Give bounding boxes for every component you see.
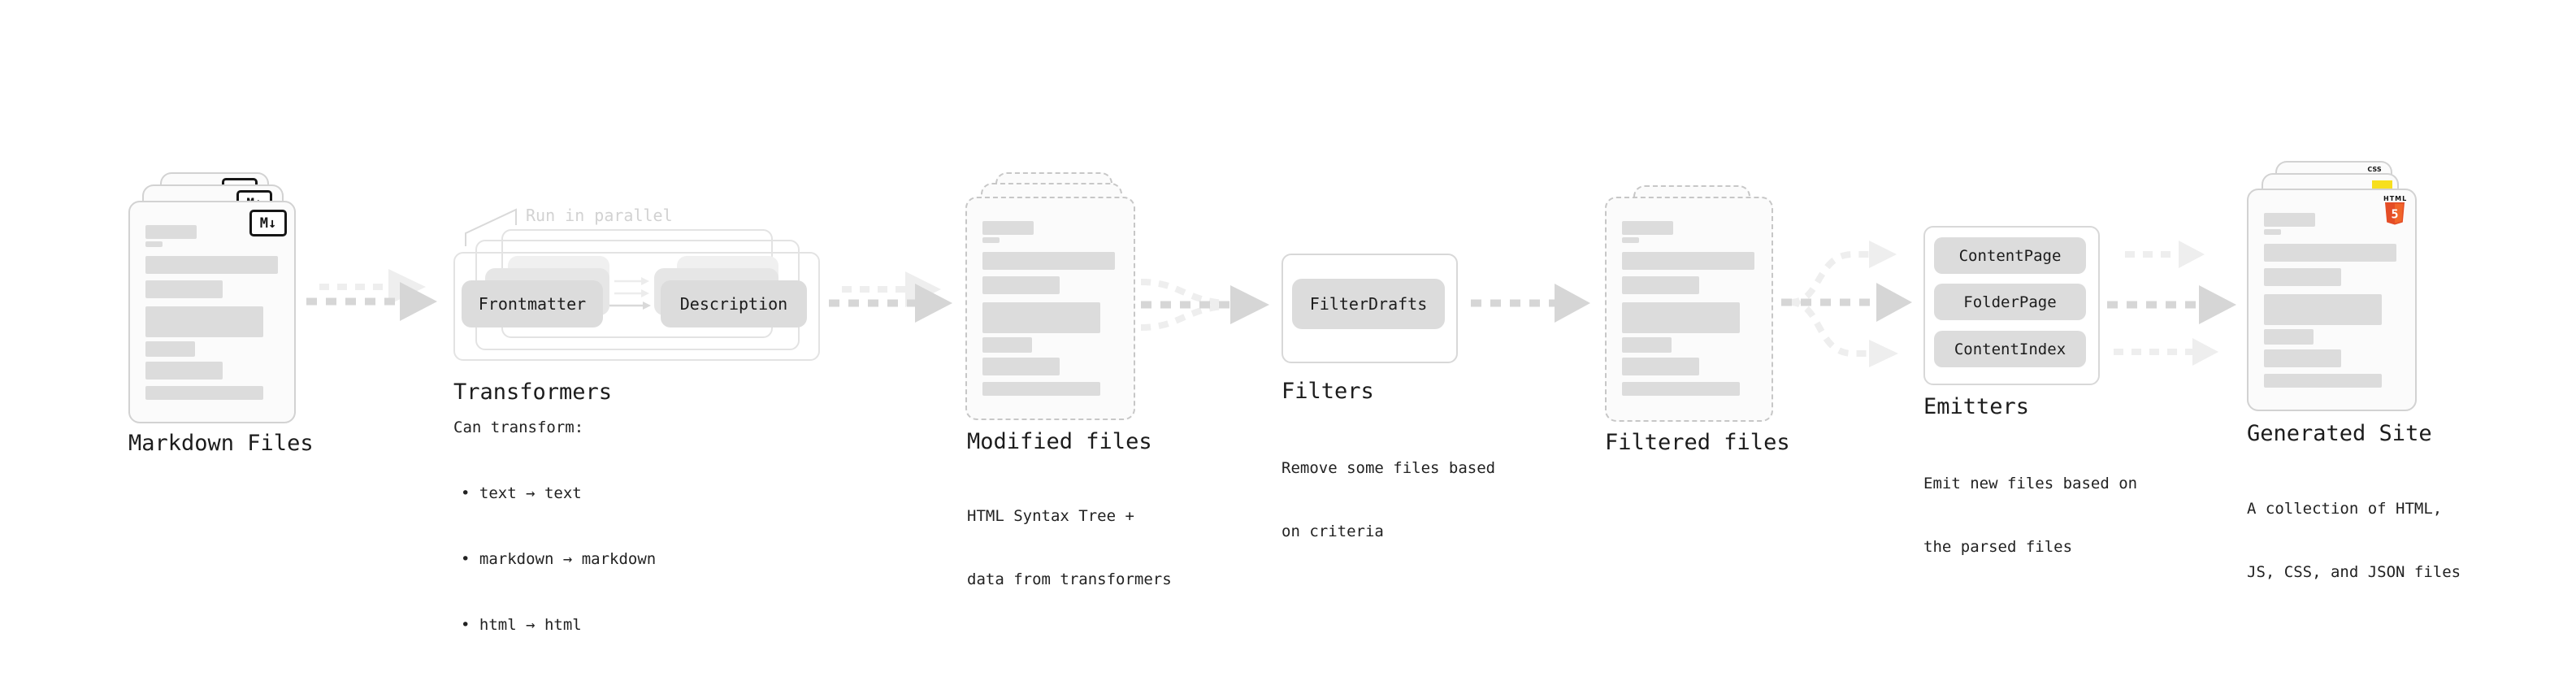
caption-line: JS, CSS, and JSON files — [2247, 563, 2461, 581]
transformers-bullet-list: • text → text • markdown → markdown • ht… — [461, 439, 656, 680]
caption-line: A collection of HTML, — [2247, 500, 2443, 518]
caption-line: the parsed files — [1923, 538, 2073, 556]
generated-file-card: HTML 5 — [2247, 189, 2417, 411]
emitter-pill-folderpage: FolderPage — [1934, 284, 2086, 320]
caption-line: HTML Syntax Tree + — [967, 507, 1134, 525]
caption-line: on criteria — [1281, 523, 1384, 540]
arrow-markdown-to-transformers — [306, 269, 437, 321]
arrow-frontmatter-to-description — [609, 277, 651, 310]
html5-numeral: 5 — [2391, 207, 2398, 222]
skeleton-text-lines — [982, 221, 1121, 400]
caption-line: Remove some files based — [1281, 459, 1496, 477]
css-wordmark: CSS — [2367, 166, 2382, 173]
stage-title-markdown-files: Markdown Files — [128, 431, 314, 456]
modified-files-caption: HTML Syntax Tree + data from transformer… — [967, 463, 1172, 632]
html5-shield: 5 — [2384, 202, 2405, 225]
arrow-modified-to-filters — [1140, 279, 1269, 331]
skeleton-text-lines — [1622, 221, 1760, 400]
stage-title-emitters: Emitters — [1923, 394, 2030, 419]
generated-site-caption: A collection of HTML, JS, CSS, and JSON … — [2247, 456, 2461, 625]
run-in-parallel-callout-line — [465, 208, 517, 246]
transformers-caption: Can transform: — [453, 419, 584, 436]
arrow-filters-to-filtered — [1471, 284, 1590, 323]
stage-title-modified-files: Modified files — [967, 429, 1152, 454]
arrow-filtered-to-emitters — [1781, 241, 1912, 367]
transformer-pill-description: Description — [661, 280, 807, 327]
stage-title-generated-site: Generated Site — [2247, 421, 2432, 446]
javascript-icon — [2372, 180, 2392, 190]
skeleton-text-lines — [2264, 213, 2402, 392]
skeleton-text-lines — [145, 225, 284, 404]
run-in-parallel-note: Run in parallel — [526, 206, 673, 225]
filtered-file-card — [1605, 197, 1773, 422]
emitter-pill-contentpage: ContentPage — [1934, 237, 2086, 274]
transformer-pill-frontmatter: Frontmatter — [462, 280, 603, 327]
stage-title-transformers: Transformers — [453, 380, 613, 405]
transformer-frame-front — [453, 252, 820, 361]
caption-line: Emit new files based on — [1923, 475, 2138, 492]
markdown-file-card: M↓ — [128, 201, 296, 423]
markdown-icon: M↓ — [249, 210, 287, 236]
arrow-emitters-to-generated — [2107, 241, 2236, 366]
bullet-html-to-html: • html → html — [461, 616, 582, 634]
bullet-markdown-to-markdown: • markdown → markdown — [461, 550, 657, 568]
filters-caption: Remove some files based on criteria — [1281, 415, 1495, 584]
html5-icon: HTML 5 — [2383, 195, 2408, 228]
html5-wordmark: HTML — [2383, 195, 2408, 202]
caption-line: data from transformers — [967, 570, 1172, 588]
filter-pill-filterdrafts: FilterDrafts — [1292, 279, 1445, 329]
modified-file-card — [965, 197, 1135, 420]
emitter-pill-contentindex: ContentIndex — [1934, 331, 2086, 367]
stage-title-filtered-files: Filtered files — [1605, 430, 1790, 455]
arrow-transformers-to-modified — [829, 271, 952, 323]
bullet-text-to-text: • text → text — [461, 484, 582, 502]
stage-title-filters: Filters — [1281, 379, 1374, 404]
emitters-caption: Emit new files based on the parsed files — [1923, 431, 2137, 600]
